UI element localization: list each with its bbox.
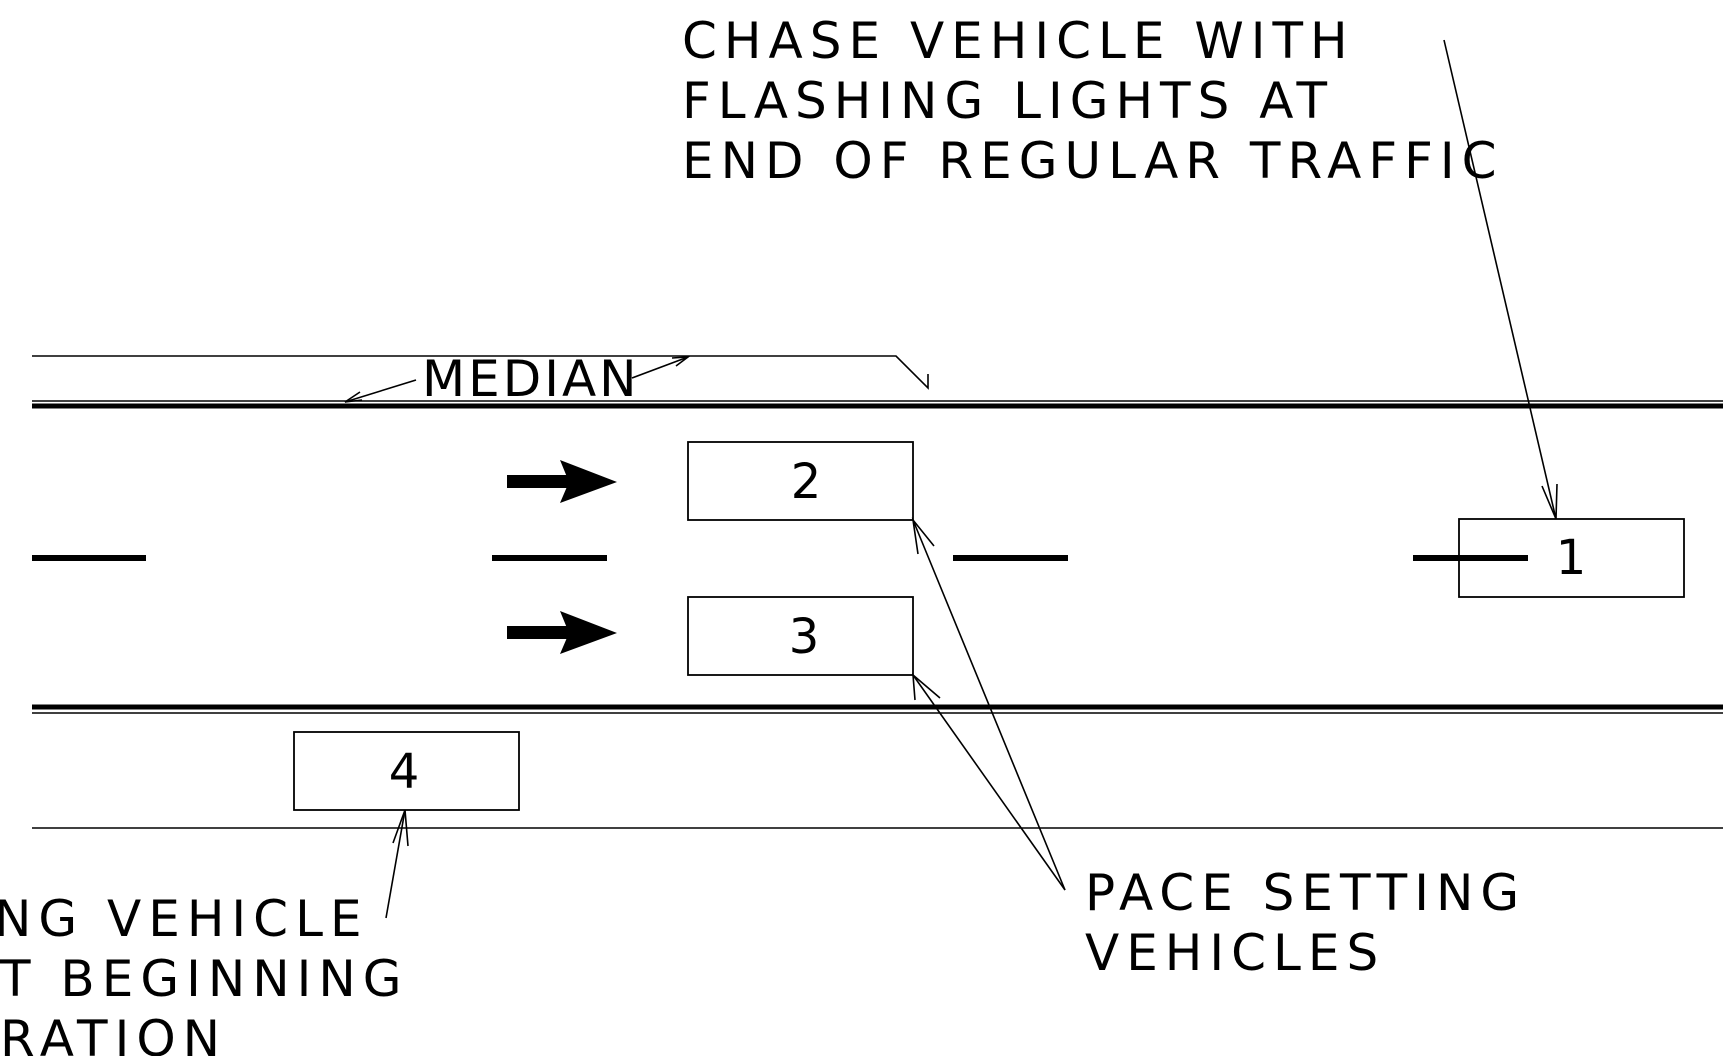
pace-setting-label-line-2: VEHICLES <box>1085 924 1385 982</box>
chase-vehicle-label-line-2: FLASHING LIGHTS AT <box>682 72 1334 130</box>
start-vehicle-label-line-2: T BEGINNING <box>0 950 409 1008</box>
start-vehicle-label-line-3: RATION <box>0 1010 227 1056</box>
vehicle-2-label: 2 <box>791 454 822 510</box>
vehicle-4: 4 <box>293 731 520 811</box>
vehicle-4-label: 4 <box>389 744 420 800</box>
vehicle-3: 3 <box>687 596 914 676</box>
median-leader-right <box>631 356 689 379</box>
start-vehicle-label-line-1: NG VEHICLE <box>0 890 369 948</box>
median-leader-left <box>344 379 417 403</box>
median-leader-right-arrowhead <box>671 356 691 367</box>
vehicle-1-label: 1 <box>1556 530 1587 586</box>
chase-vehicle-label-line-1: CHASE VEHICLE WITH <box>682 12 1355 70</box>
pace-setting-callout: PACE SETTING VEHICLES <box>911 517 1526 982</box>
direction-arrow-icon <box>507 611 617 654</box>
chase-vehicle-callout: CHASE VEHICLE WITH FLASHING LIGHTS AT EN… <box>682 12 1558 520</box>
direction-arrow-icon <box>507 460 617 503</box>
vehicle-2: 2 <box>687 441 914 521</box>
median-edge-line <box>32 355 929 390</box>
median-label: MEDIAN <box>422 350 640 408</box>
vehicle-3-label: 3 <box>789 609 820 665</box>
vehicle-1: 1 <box>1458 518 1685 598</box>
start-vehicle-callout: NG VEHICLE T BEGINNING RATION <box>0 809 409 1056</box>
chase-vehicle-label-line-3: END OF REGULAR TRAFFIC <box>682 132 1504 190</box>
pace-setting-label-line-1: PACE SETTING <box>1085 864 1526 922</box>
